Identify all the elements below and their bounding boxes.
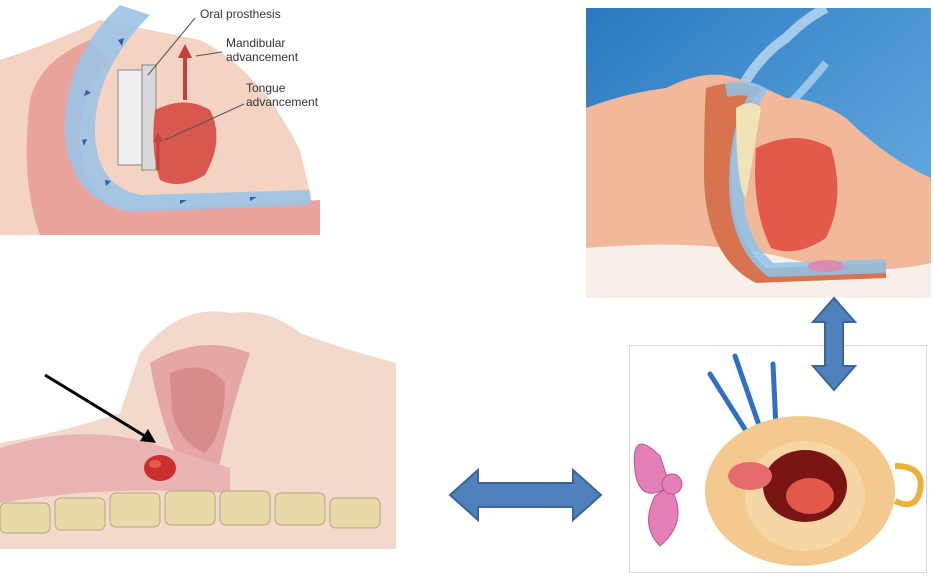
double-arrow-horizontal-icon <box>448 467 603 523</box>
label-oral-prosthesis: Oral prosthesis <box>200 7 281 21</box>
airway-obstruction-illustration <box>0 293 396 549</box>
snoring-airway-illustration <box>586 8 931 298</box>
double-arrow-vertical-icon <box>811 296 857 392</box>
crying-baby-illustration <box>629 345 927 573</box>
oral-prosthesis-diagram: Oral prosthesis Mandibular advancement T… <box>0 0 330 235</box>
label-tongue-1: Tongue <box>246 81 286 95</box>
label-tongue-2: advancement <box>246 95 319 109</box>
pointer-arrow-icon <box>44 373 156 443</box>
label-mandibular-1: Mandibular <box>226 36 285 50</box>
label-mandibular-2: advancement <box>226 50 299 64</box>
